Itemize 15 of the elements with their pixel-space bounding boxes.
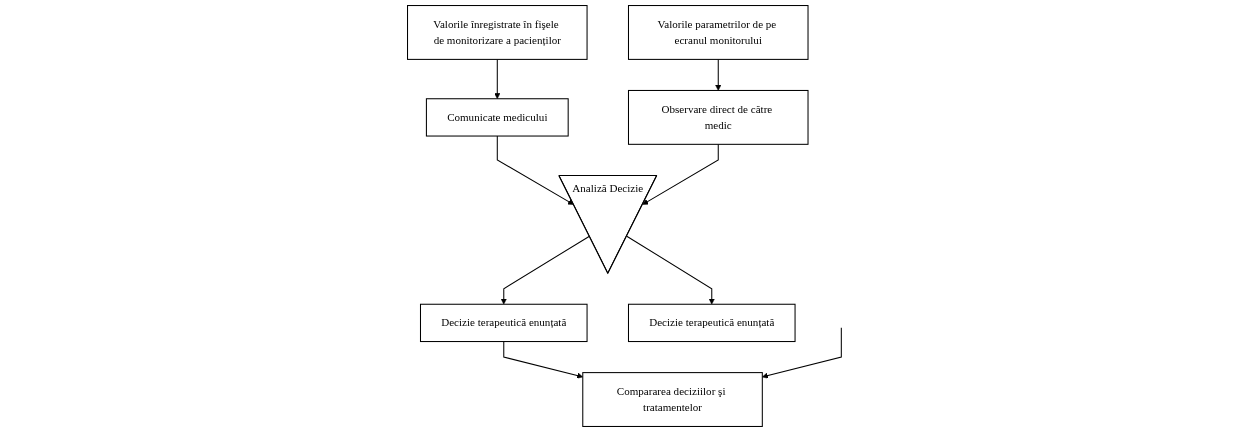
arrow	[502, 341, 583, 379]
node-box: Comunicate medicului	[425, 98, 569, 137]
arrow	[761, 327, 842, 379]
node-box: Valorile parametrilor de pe ecranul monitorului	[627, 5, 809, 60]
node-box: Decizie terapeutică enunțată	[627, 303, 796, 343]
node-box: Decizie terapeutică enunțată	[419, 303, 588, 343]
arrow	[493, 58, 500, 99]
arrow	[496, 135, 574, 205]
arrow	[625, 235, 715, 305]
node-box: Compararea deciziilor şi tratamentelor	[581, 372, 763, 427]
arrow	[714, 58, 721, 91]
arrow	[642, 143, 719, 205]
arrow	[500, 235, 590, 305]
node-box: Valorile înregistrate în fişele de monitorizare a pacienților	[406, 5, 588, 60]
node-box: Observare direct de către medic	[627, 89, 809, 145]
